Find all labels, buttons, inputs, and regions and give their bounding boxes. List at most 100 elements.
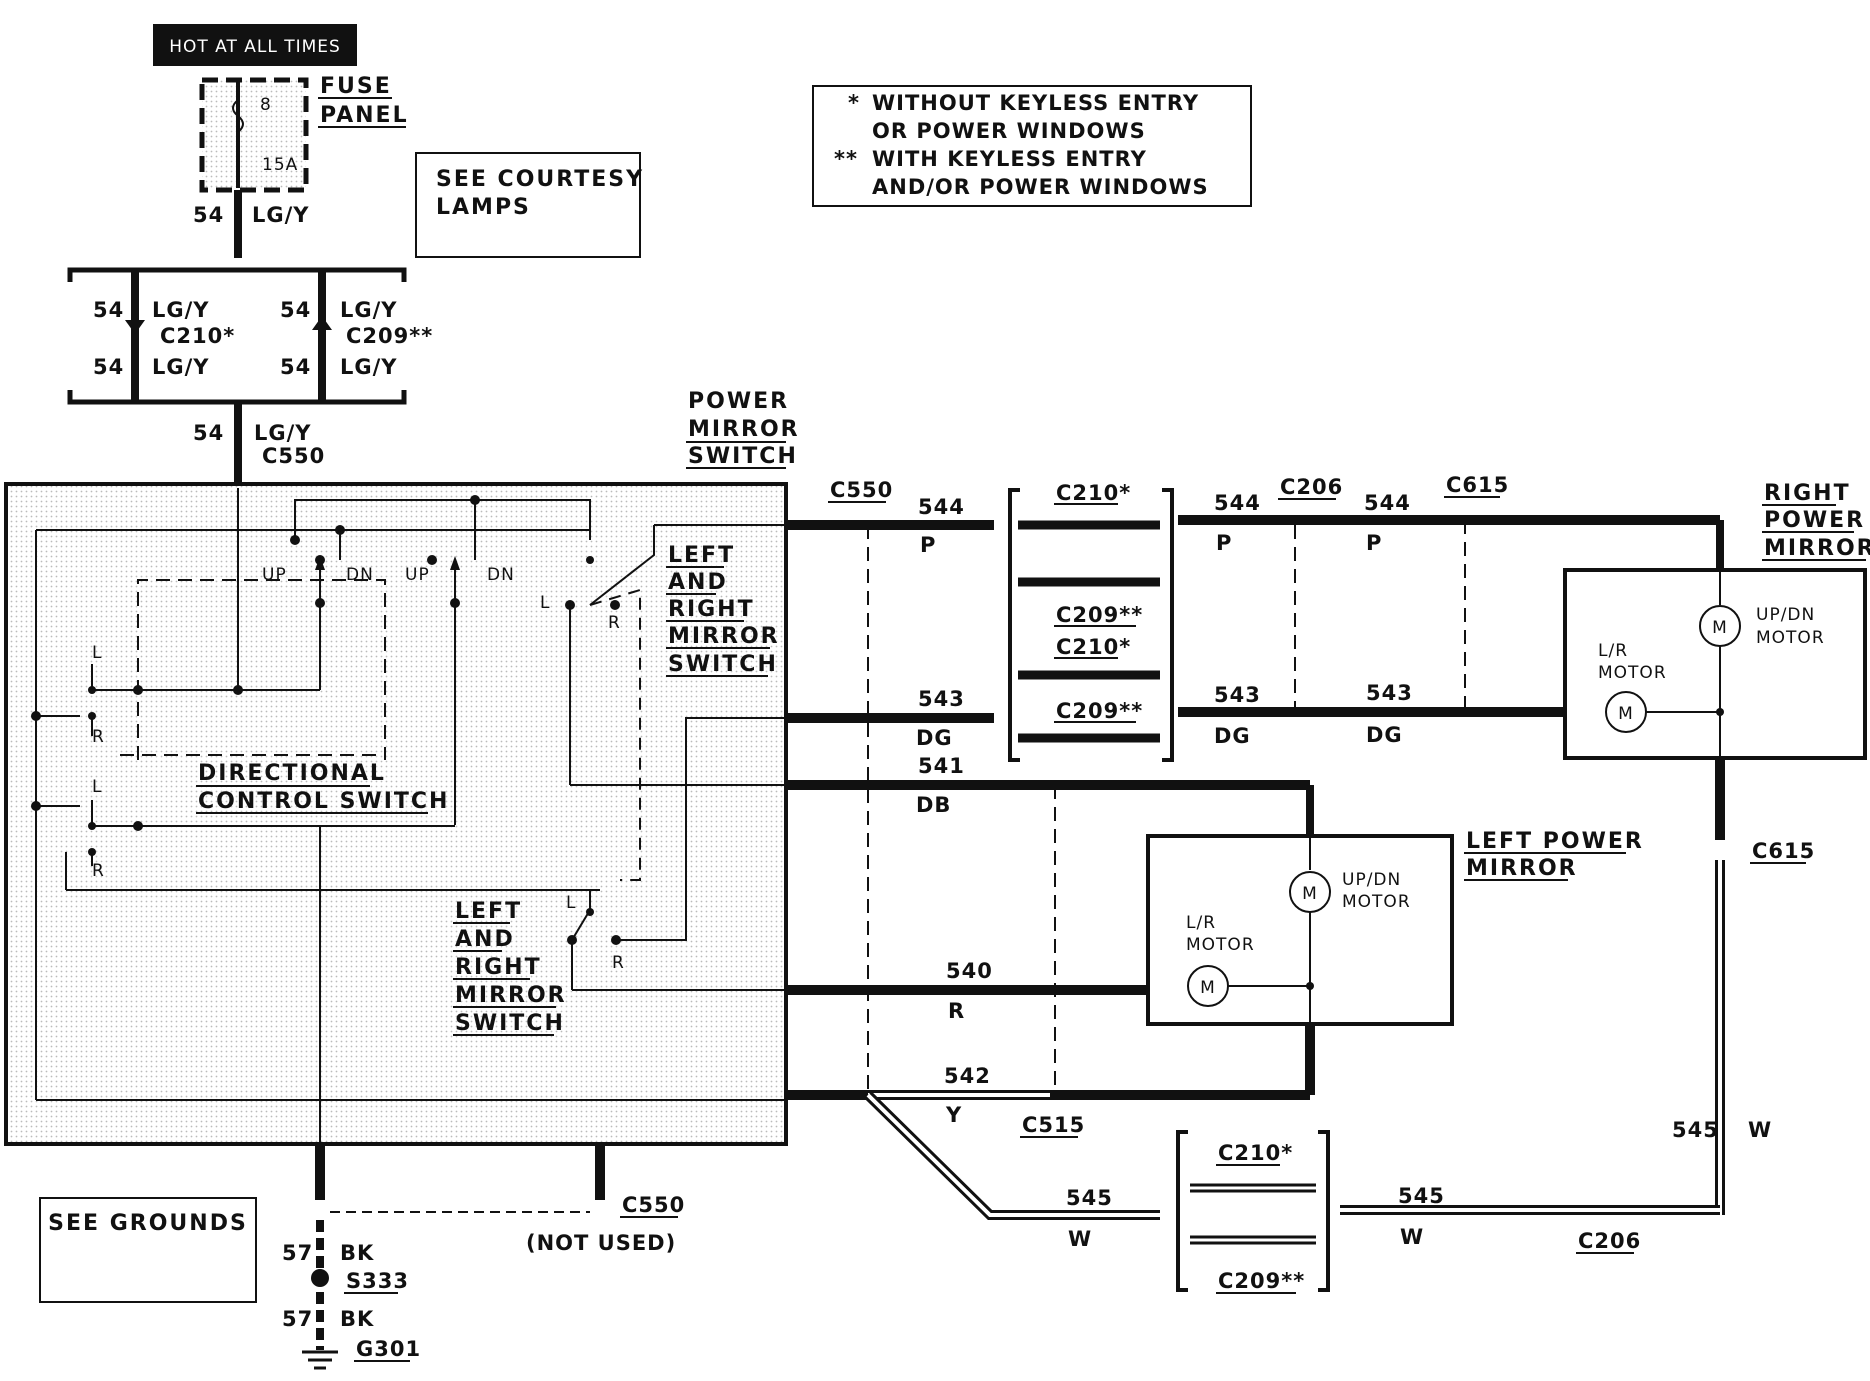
svg-text:P: P [920,533,936,557]
svg-text:C210*: C210* [1056,635,1131,659]
svg-text:54: 54 [193,203,224,227]
svg-text:W: W [1400,1225,1424,1249]
svg-text:MOTOR: MOTOR [1756,628,1825,648]
svg-text:LG/Y: LG/Y [152,355,210,379]
legend-box: * WITHOUT KEYLESS ENTRY OR POWER WINDOWS… [812,85,1252,207]
svg-text:MOTOR: MOTOR [1342,892,1411,912]
svg-text:UP: UP [405,565,430,585]
svg-text:L/R: L/R [1598,641,1628,661]
svg-text:LG/Y: LG/Y [340,298,398,322]
svg-text:OR POWER WINDOWS: OR POWER WINDOWS [872,119,1146,143]
svg-text:LEFT: LEFT [668,543,735,568]
svg-text:BK: BK [340,1241,374,1265]
svg-text:541: 541 [918,754,965,778]
svg-text:CONTROL SWITCH: CONTROL SWITCH [198,789,449,814]
svg-text:SEE COURTESY: SEE COURTESY [436,167,644,192]
svg-text:**: ** [834,147,858,171]
svg-text:LG/Y: LG/Y [252,203,310,227]
see-courtesy-lamps-box: SEE COURTESY LAMPS [415,152,644,258]
svg-text:LEFT: LEFT [455,899,522,924]
svg-text:DG: DG [1214,724,1251,748]
svg-text:C550: C550 [622,1193,685,1217]
svg-text:AND: AND [455,927,515,952]
svg-text:M: M [1712,618,1728,638]
svg-text:57: 57 [282,1241,313,1265]
svg-text:C209**: C209** [1056,603,1143,627]
hot-at-all-times-label: HOT AT ALL TIMES [153,24,357,66]
svg-text:M: M [1618,704,1634,724]
svg-text:W: W [1748,1118,1772,1142]
left-power-mirror: LEFT POWER MIRROR M UP/DN MOTOR L/R MOTO… [1146,785,1644,1095]
svg-text:C615: C615 [1752,839,1815,863]
svg-text:544: 544 [918,495,965,519]
svg-text:545: 545 [1672,1118,1719,1142]
svg-text:54: 54 [93,298,124,322]
svg-text:LAMPS: LAMPS [436,195,531,220]
svg-text:DG: DG [1366,723,1403,747]
svg-text:54: 54 [280,355,311,379]
svg-text:MOTOR: MOTOR [1598,663,1667,683]
svg-text:R: R [608,613,621,633]
svg-text:R: R [92,861,105,881]
svg-text:SEE GROUNDS: SEE GROUNDS [48,1211,248,1236]
svg-text:UP/DN: UP/DN [1342,870,1401,890]
svg-text:HOT AT ALL TIMES: HOT AT ALL TIMES [169,37,341,57]
svg-text:542: 542 [944,1064,991,1088]
circuit-545-wire: 545 W 545 W 545 W C206 [1066,860,1772,1254]
svg-text:8: 8 [260,95,272,115]
svg-text:RIGHT: RIGHT [1764,481,1851,506]
svg-text:544: 544 [1364,491,1411,515]
svg-text:C206: C206 [1578,1229,1641,1253]
svg-text:545: 545 [1066,1186,1113,1210]
svg-text:G301: G301 [356,1337,421,1361]
svg-text:MOTOR: MOTOR [1186,935,1255,955]
svg-text:BK: BK [340,1307,374,1331]
svg-text:FUSE: FUSE [320,74,392,99]
svg-text:MIRROR: MIRROR [455,983,567,1008]
svg-text:DG: DG [916,726,953,750]
svg-text:R: R [92,727,105,747]
svg-text:C209**: C209** [1056,699,1143,723]
svg-text:SWITCH: SWITCH [668,652,778,677]
svg-text:MIRROR: MIRROR [688,417,800,442]
svg-text:C210*: C210* [160,324,235,348]
power-mirror-switch: POWER MIRROR SWITCH UP DN UP DN [4,389,800,1146]
svg-text:P: P [1366,531,1382,555]
middle-connector-bracket: C210* C209** C210* C209** [1008,481,1174,762]
svg-text:15A: 15A [262,155,298,175]
svg-text:LG/Y: LG/Y [152,298,210,322]
svg-text:L: L [92,643,102,663]
bottom-connector-bracket: C210* C209** [1176,1130,1330,1294]
svg-text:C206: C206 [1280,475,1343,499]
feed-wire-54: 54 LG/Y [193,190,310,258]
svg-text:DB: DB [916,793,951,817]
svg-text:543: 543 [1214,683,1261,707]
svg-text:*: * [848,91,860,115]
svg-text:C515: C515 [1022,1113,1085,1137]
svg-text:LEFT POWER: LEFT POWER [1466,829,1644,854]
svg-text:DN: DN [346,565,374,585]
svg-text:57: 57 [282,1307,313,1331]
svg-text:C550: C550 [830,478,893,502]
svg-text:L: L [540,593,550,613]
svg-text:WITHOUT KEYLESS ENTRY: WITHOUT KEYLESS ENTRY [872,91,1199,115]
svg-text:(NOT USED): (NOT USED) [526,1231,676,1255]
svg-text:545: 545 [1398,1184,1445,1208]
svg-text:POWER: POWER [1764,508,1865,533]
svg-text:Y: Y [945,1103,962,1127]
svg-text:UP/DN: UP/DN [1756,605,1815,625]
svg-text:R: R [612,953,625,973]
svg-text:544: 544 [1214,491,1261,515]
svg-text:WITH KEYLESS ENTRY: WITH KEYLESS ENTRY [872,147,1147,171]
svg-text:W: W [1068,1227,1092,1251]
svg-text:C210*: C210* [1218,1141,1293,1165]
svg-text:M: M [1302,884,1318,904]
fuse-panel: 8 15A FUSE PANEL [199,74,407,193]
svg-text:54: 54 [280,298,311,322]
wire-54-to-c550: 54 LG/Y C550 [193,402,324,488]
right-power-mirror: RIGHT POWER MIRROR M UP/DN MOTOR L/R MOT… [1563,481,1870,864]
svg-text:P: P [1216,531,1232,555]
svg-text:RIGHT: RIGHT [455,955,542,980]
svg-text:C210*: C210* [1056,481,1131,505]
